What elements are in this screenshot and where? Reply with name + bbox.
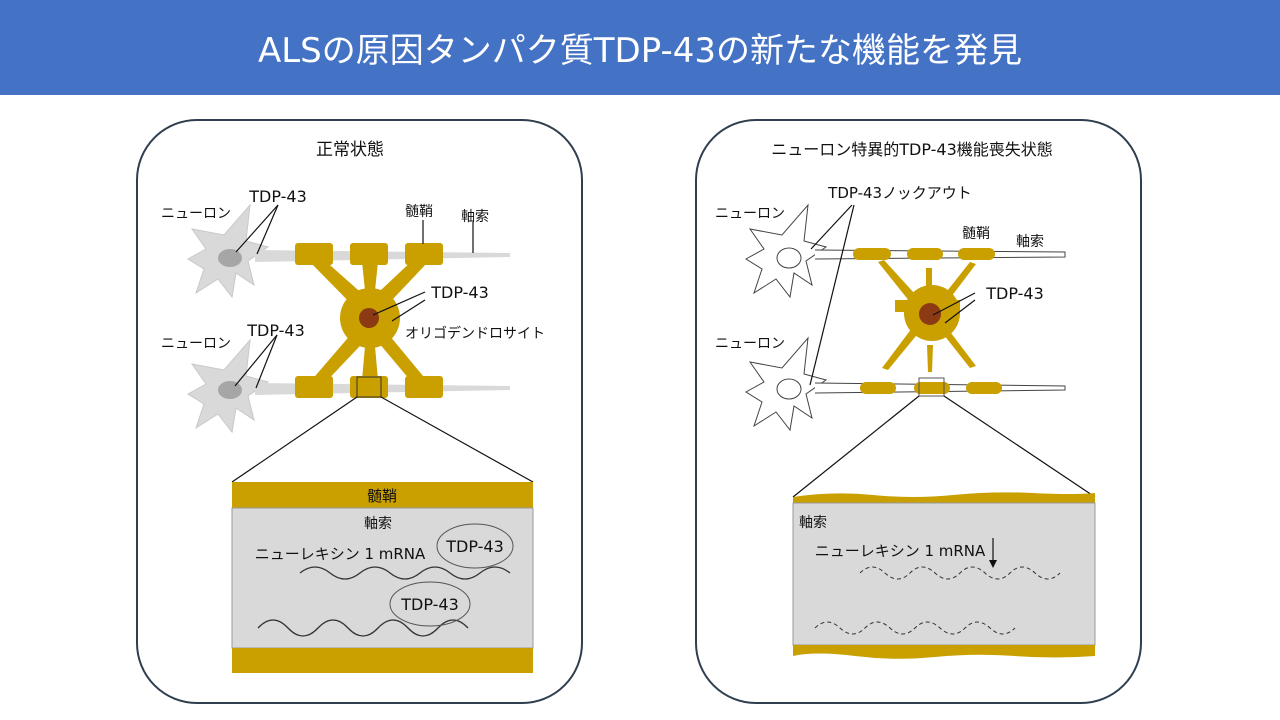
- tdp43-label: TDP-43: [248, 187, 307, 206]
- tdp43-protein: [389, 581, 471, 627]
- slide-title: ALSの原因タンパク質TDP-43の新たな機能を発見: [0, 0, 1280, 95]
- tdp43-label: TDP-43: [246, 321, 305, 340]
- inset-axon-label: 軸索: [799, 514, 827, 531]
- mrna-strand: [859, 566, 1061, 580]
- normal-inset: 髄鞘 軸索 ニューレキシン 1 mRNA TDP-43 TDP-43: [231, 482, 534, 673]
- inset-myelin-label: 髄鞘: [367, 487, 397, 505]
- axon-label: 軸索: [1016, 233, 1044, 250]
- tdp43-protein: [436, 523, 514, 569]
- knockout-label: TDP-43ノックアウト: [827, 184, 972, 202]
- mrna-strand: [257, 619, 469, 637]
- myelin-label: 髄鞘: [405, 204, 433, 220]
- axon-label: 軸索: [461, 208, 489, 225]
- mrna-label: ニューレキシン 1 mRNA: [255, 545, 426, 563]
- oligo-tdp43-label: TDP-43: [985, 284, 1044, 303]
- oligo-nucleus: [359, 308, 379, 328]
- mrna-strand: [814, 621, 1016, 635]
- panel-title: ニューロン特異的TDP-43機能喪失状態: [771, 140, 1053, 159]
- zoom-box: [918, 377, 945, 397]
- oligodendrocyte: [878, 260, 976, 372]
- neuron-label: ニューロン: [715, 336, 785, 352]
- panel-title: 正常状態: [316, 140, 384, 160]
- mrna-strand: [299, 566, 511, 580]
- zoom-box: [356, 376, 382, 398]
- tdp43-label: TDP-43: [445, 537, 504, 556]
- oligodendrocyte: [310, 258, 428, 386]
- neuron-nucleus: [218, 249, 242, 267]
- tdp43-label: TDP-43: [400, 595, 459, 614]
- arrowhead-icon: [989, 560, 997, 568]
- myelin-label: 髄鞘: [962, 226, 990, 242]
- myelin-segments: [853, 248, 1002, 394]
- oligodendrocyte-label: オリゴデンドロサイト: [405, 325, 545, 342]
- normal-state-panel: 正常状態: [136, 119, 583, 704]
- inset-axon-label: 軸索: [364, 515, 392, 532]
- neuron-label: ニューロン: [715, 206, 785, 222]
- mrna-label: ニューレキシン 1 mRNA: [815, 542, 986, 560]
- oligo-tdp43-label: TDP-43: [430, 283, 489, 302]
- neuron-nucleus: [218, 381, 242, 399]
- oligo-nucleus: [919, 303, 941, 325]
- neuron-label: ニューロン: [161, 206, 231, 222]
- knockout-state-panel: ニューロン特異的TDP-43機能喪失状態: [695, 119, 1142, 704]
- myelin-segments: [295, 243, 443, 398]
- neuron-label: ニューロン: [161, 336, 231, 352]
- knockout-inset: 軸索 ニューレキシン 1 mRNA: [792, 492, 1096, 659]
